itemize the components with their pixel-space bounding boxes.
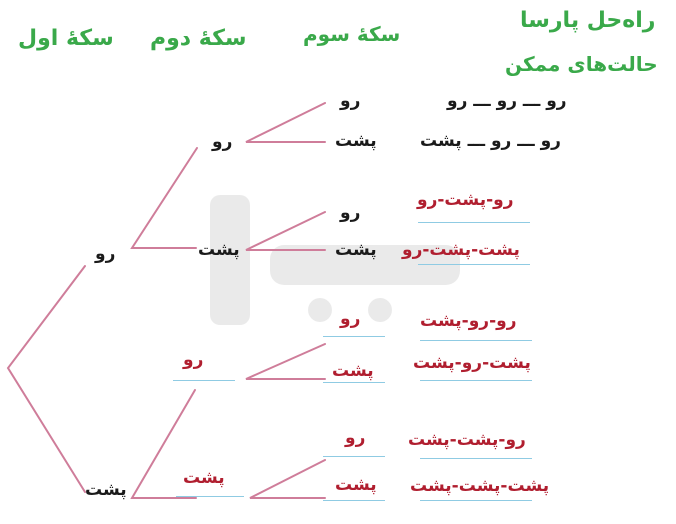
- blank-line: [420, 340, 532, 341]
- branch-l2-1: [245, 102, 326, 143]
- blank-line: [323, 382, 385, 383]
- solution-title: راه‌حل پارسا: [520, 8, 656, 33]
- coin2-heads-a: رو: [212, 132, 233, 152]
- blank-line: [420, 458, 532, 459]
- branch-l1-bottom: [130, 389, 197, 499]
- outcome-7: رو-پشت-پشت: [408, 430, 526, 450]
- coin3-4: پشت: [335, 240, 377, 260]
- coin1-heads: رو: [95, 244, 116, 264]
- possible-cases-title: حالت‌های ممکن: [505, 52, 658, 76]
- coin3-8: پشت: [335, 475, 377, 495]
- coin2-tails-a: پشت: [198, 240, 240, 260]
- coin3-7: رو: [345, 428, 366, 448]
- outcome-5: رو-رو-پشت: [420, 311, 517, 331]
- outcome-6: پشت-رو-پشت: [413, 353, 531, 373]
- branch-l2-4: [249, 459, 326, 499]
- blank-line: [418, 222, 530, 223]
- blank-line: [323, 336, 385, 337]
- outcome-1: رو ـــ رو ـــ رو: [447, 91, 567, 111]
- coin2-header: سکهٔ دوم: [150, 26, 247, 51]
- outcome-2: رو ـــ رو ـــ پشت: [420, 131, 561, 151]
- branch-l2-2: [245, 211, 326, 251]
- coin1-header: سکهٔ اول: [18, 26, 114, 51]
- blank-line: [418, 264, 530, 265]
- coin3-2: پشت: [335, 131, 377, 151]
- outcome-3: رو-پشت-رو: [417, 190, 514, 210]
- watermark-logo: [210, 195, 460, 325]
- coin2-heads-b: رو: [183, 350, 204, 370]
- coin3-1: رو: [340, 91, 361, 111]
- branch-l2-3: [245, 343, 326, 380]
- coin3-3: رو: [340, 203, 361, 223]
- coin3-header: سکهٔ سوم: [303, 22, 401, 46]
- blank-line: [176, 496, 244, 497]
- coin3-6: پشت: [332, 361, 374, 381]
- branch-root: [6, 265, 86, 493]
- blank-line: [323, 456, 385, 457]
- blank-line: [173, 380, 235, 381]
- blank-line: [420, 500, 532, 501]
- coin1-tails: پشت: [85, 480, 127, 500]
- outcome-4: پشت-پشت-رو: [402, 240, 520, 260]
- outcome-8: پشت-پشت-پشت: [410, 476, 550, 496]
- branch-l1-top: [130, 147, 198, 249]
- blank-line: [420, 380, 532, 381]
- blank-line: [323, 500, 385, 501]
- coin2-tails-b: پشت: [183, 468, 225, 488]
- coin3-5: رو: [340, 309, 361, 329]
